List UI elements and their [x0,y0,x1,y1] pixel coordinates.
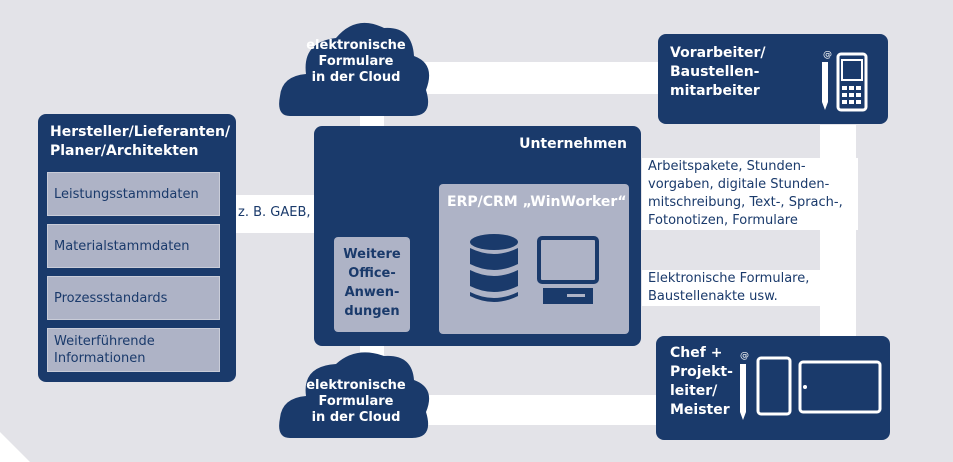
foreman-devices-icons: @ [822,50,868,112]
svg-text:@: @ [740,351,749,361]
company-title: Unternehmen [519,136,627,152]
cloud-bottom-text: elektronische Formulare in der Cloud [306,378,406,425]
phone-icon [836,52,868,112]
computer-monitor-icon [537,236,599,304]
item-materialstammdaten: Materialstammdaten [47,224,220,268]
tablet-landscape-icon [798,360,882,414]
manufacturers-box: Hersteller/Lieferanten/ Planer/Architekt… [38,114,236,382]
boss-title: Chef + Projekt- leiter/ Meister [670,345,733,418]
cloud-top-text: elektronische Formulare in der Cloud [306,38,406,85]
erp-box: ERP/CRM „WinWorker“ [439,184,629,334]
item-leistungsstammdaten: Leistungsstammdaten [47,172,220,216]
foreman-box: Vorarbeiter/ Baustellen- mitarbeiter @ [658,34,888,124]
item-prozessstandards: Prozessstandards [47,276,220,320]
bottom-cloud-connector [410,395,690,425]
svg-text:@: @ [823,50,832,60]
boss-devices-icons: @ [740,351,882,420]
top-cloud-connector [400,62,690,94]
office-apps-box: Weitere Office- Anwen- dungen [334,237,410,332]
database-icon [470,234,518,302]
cloud-top-icon [279,22,430,117]
boss-box: Chef + Projekt- leiter/ Meister @ [656,336,890,440]
item-weiterfuehrende-informationen: Weiterführende Informationen [47,328,220,372]
manufacturers-title: Hersteller/Lieferanten/ Planer/Architekt… [50,124,231,159]
tablet-portrait-icon [756,356,792,416]
forms-text: Elektronische Formulare, Baustellenakte … [642,270,836,306]
foreman-title: Vorarbeiter/ Baustellen- mitarbeiter [670,45,766,99]
erp-title: ERP/CRM „WinWorker“ [447,194,627,210]
cloud-bottom-icon [279,352,430,438]
office-apps-label: Weitere Office- Anwen- dungen [343,247,401,319]
pen-icon: @ [740,351,749,420]
pen-icon: @ [822,50,832,110]
work-packages-text: Arbeitspakete, Stunden- vorgaben, digita… [642,158,858,230]
